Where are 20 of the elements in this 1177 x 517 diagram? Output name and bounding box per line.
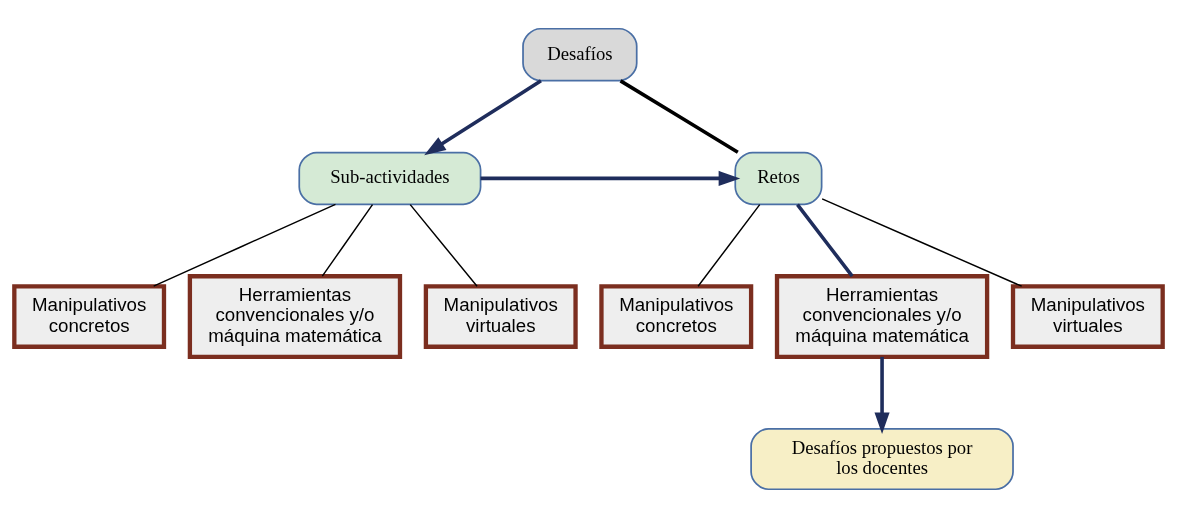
connector <box>619 78 739 154</box>
node-box: Manipulativos concretos <box>12 283 167 349</box>
connector <box>152 203 337 287</box>
arrow <box>480 170 741 186</box>
node-box: Retos <box>734 151 823 205</box>
node-box: Manipulativos virtuales <box>423 283 578 349</box>
node-box: Desafíos propuestos por los docentes <box>750 427 1014 490</box>
connector <box>821 197 1023 287</box>
connector <box>697 203 761 287</box>
node-box: Herramientas convencionales y/o máquina matemática <box>774 273 990 359</box>
connector <box>321 203 374 277</box>
node-box: Manipulativos virtuales <box>1010 283 1165 349</box>
connector <box>409 203 478 287</box>
node-box: Desafíos <box>522 27 638 81</box>
node-box: Herramientas convencionales y/o máquina matemática <box>187 273 403 359</box>
arrow <box>874 356 890 434</box>
node-box: Manipulativos concretos <box>599 283 754 349</box>
connector <box>796 203 854 277</box>
arrow <box>424 78 542 155</box>
node-box: Sub-actividades <box>298 151 482 205</box>
